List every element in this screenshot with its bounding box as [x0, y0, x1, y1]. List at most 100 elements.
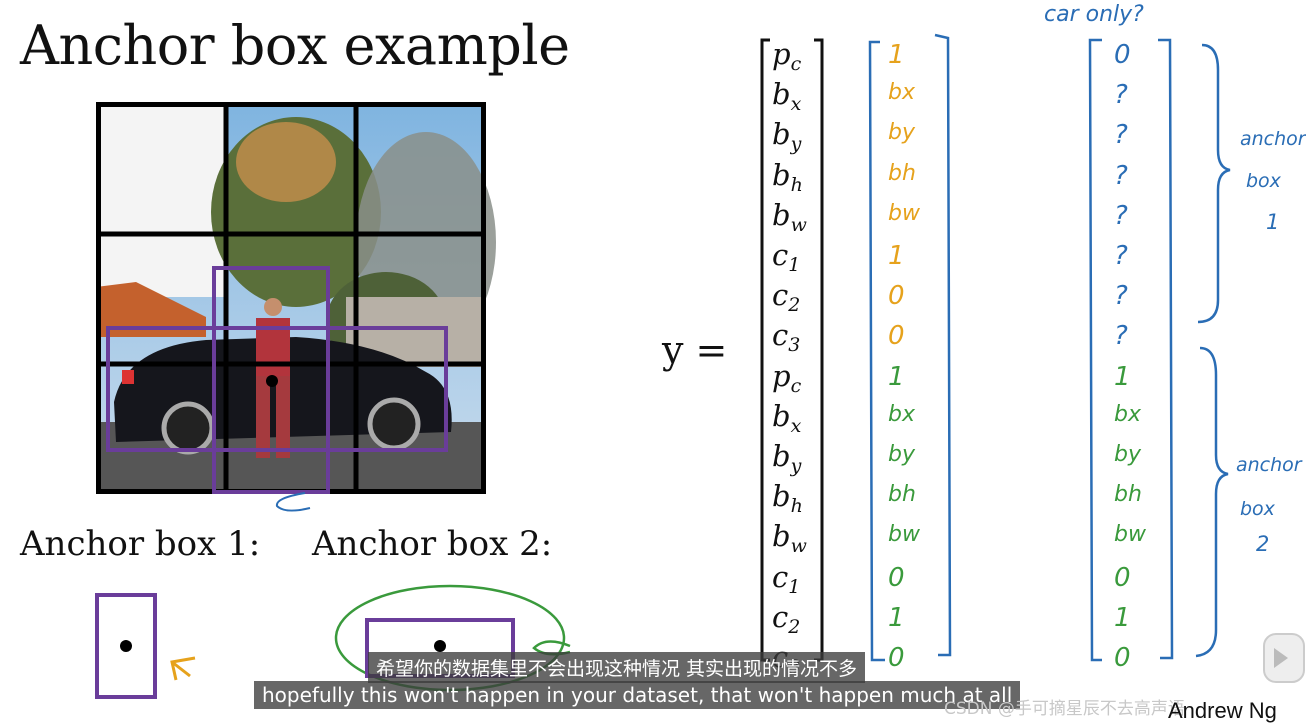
note-anchor2-line1: anchor: [1236, 454, 1302, 476]
vector-symbol: by: [772, 442, 801, 476]
grid-photo: [96, 102, 496, 494]
col2-value: 1: [1114, 602, 1131, 633]
vector-symbol-subscript: 1: [788, 575, 801, 598]
col1-value: bx: [888, 80, 915, 106]
col2-value: ?: [1114, 200, 1128, 231]
vector-symbol: bw: [772, 197, 807, 236]
col2-value: by: [1114, 442, 1141, 467]
vector-symbol-subscript: c: [790, 53, 802, 75]
play-icon[interactable]: [1262, 632, 1305, 684]
note-car-only: car only?: [1044, 2, 1144, 27]
person-head: [264, 298, 282, 316]
car-taillight: [122, 370, 134, 384]
col1-value: bw: [888, 522, 920, 548]
col1-value: 0: [888, 321, 905, 352]
column1-left-bracket: [868, 40, 885, 662]
vector-symbol: pc: [772, 358, 802, 397]
car-bounding-box: [106, 326, 448, 452]
vector-symbol: c3: [772, 321, 800, 355]
vector-symbol-base: b: [772, 479, 791, 514]
column2-left-bracket: [1088, 38, 1102, 662]
vector-symbol: c1: [772, 559, 801, 598]
vector-symbol-base: b: [772, 197, 791, 232]
note-anchor1-line1: anchor: [1240, 128, 1306, 150]
vector-symbol-base: c: [772, 559, 789, 594]
col2-value: ?: [1114, 80, 1128, 111]
y-equals: y =: [662, 328, 728, 372]
blue-annotation-mark: [275, 492, 311, 512]
vector-symbol-subscript: 1: [788, 254, 801, 276]
vector-symbol: c1: [772, 241, 800, 275]
vector-symbol-subscript: w: [790, 535, 807, 558]
col1-value: 1: [888, 40, 905, 70]
vector-symbol: c2: [772, 281, 800, 315]
col2-value: bx: [1114, 401, 1141, 427]
col2-value: bw: [1114, 522, 1146, 548]
vector-symbol: bh: [772, 482, 803, 516]
tree-autumn: [236, 122, 336, 202]
slide-title: Anchor box example: [20, 14, 570, 77]
note-anchor2-line2: box: [1240, 498, 1275, 520]
vector-symbol-subscript: y: [790, 133, 802, 156]
vector-symbol: c2: [772, 599, 801, 638]
vector-symbol: bx: [772, 80, 801, 114]
car-wheel: [161, 401, 215, 455]
watermark: CSDN @手可摘星辰不去高声语: [944, 699, 1185, 719]
author-name: Andrew Ng: [1168, 698, 1277, 723]
vector-symbol-base: b: [772, 398, 791, 433]
vector-symbol-base: c: [772, 318, 789, 353]
vector-symbol-subscript: y: [790, 455, 802, 477]
vector-symbol-base: p: [772, 37, 791, 71]
car-wheel: [367, 397, 421, 451]
col1-value: bw: [888, 200, 920, 226]
col2-value: ?: [1114, 160, 1128, 191]
vector-symbol-subscript: h: [790, 173, 803, 196]
vector-symbol-base: b: [772, 439, 791, 473]
vector-symbol-base: b: [772, 117, 791, 152]
col2-value: ?: [1114, 241, 1128, 271]
col1-value: 0: [888, 562, 905, 593]
anchor1-brace: [1197, 43, 1231, 324]
vector-annotations: [760, 33, 1231, 662]
vector-symbol-base: c: [772, 278, 789, 313]
column2-right-bracket: [1158, 38, 1174, 660]
right-bracket: [814, 38, 824, 662]
vector-symbol-subscript: h: [790, 495, 803, 518]
col2-value: 1: [1114, 361, 1131, 392]
vector-symbol: bx: [772, 398, 802, 437]
col1-value: by: [888, 442, 915, 467]
overcast-sky: [96, 102, 226, 297]
object-midpoint: [266, 375, 278, 387]
vector-symbol-base: b: [772, 77, 791, 112]
vector-symbol-base: b: [772, 519, 791, 554]
vector-symbol: bh: [772, 160, 803, 196]
note-anchor1-line3: 1: [1266, 210, 1280, 234]
vector-symbol-subscript: w: [790, 213, 807, 236]
col1-value: 1: [888, 602, 905, 633]
col1-value: bh: [888, 160, 916, 186]
vector-symbol-subscript: c: [790, 374, 802, 397]
col1-value: 0: [888, 281, 905, 312]
anchor-box-1-label: Anchor box 1:: [20, 524, 261, 564]
col2-value: ?: [1114, 120, 1128, 151]
col1-value: bh: [888, 482, 916, 508]
col1-value: 1: [888, 361, 905, 392]
col1-value: bx: [888, 401, 915, 427]
vector-symbol: bw: [772, 522, 807, 556]
col1-value: 1: [888, 241, 905, 271]
note-anchor1-line2: box: [1246, 170, 1281, 192]
person-leg: [256, 376, 270, 458]
anchor2-brace: [1195, 346, 1229, 658]
col1-value: by: [888, 120, 915, 146]
vector-symbol-subscript: x: [790, 414, 802, 437]
col1-value: 0: [888, 643, 905, 673]
vector-symbol-base: p: [772, 358, 791, 393]
vector-symbol-subscript: 2: [788, 294, 801, 317]
vector-symbol-subscript: 2: [788, 615, 801, 638]
col2-value: bh: [1114, 482, 1142, 508]
vector-symbol-base: c: [772, 599, 789, 634]
vector-symbol: pc: [772, 40, 801, 74]
col2-value: 0: [1114, 40, 1131, 70]
column1-right-bracket: [934, 33, 952, 657]
vector-symbol-subscript: x: [790, 93, 802, 116]
